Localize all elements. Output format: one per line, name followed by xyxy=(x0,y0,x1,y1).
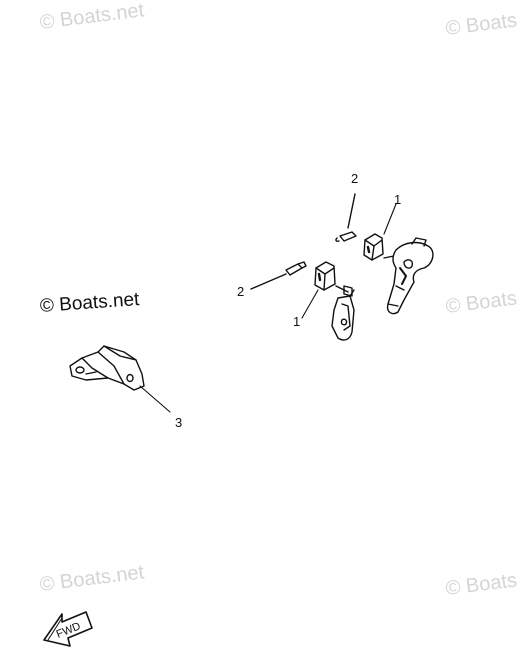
lever-assembly-upper xyxy=(383,237,434,315)
callout-bracket: 3 xyxy=(175,415,183,430)
lever-assembly-left xyxy=(331,285,355,341)
callout-left-block: 1 xyxy=(293,314,301,329)
callout-left-pin: 2 xyxy=(237,284,245,299)
clip-block-left xyxy=(301,261,336,319)
pin-part-left xyxy=(250,261,307,290)
mounting-bracket xyxy=(69,345,171,413)
pin-part-upper xyxy=(335,193,357,242)
callout-top-pin: 2 xyxy=(351,171,359,186)
fwd-arrow-icon xyxy=(43,611,93,647)
clip-block-upper xyxy=(363,203,397,261)
callout-top-block: 1 xyxy=(394,192,402,207)
